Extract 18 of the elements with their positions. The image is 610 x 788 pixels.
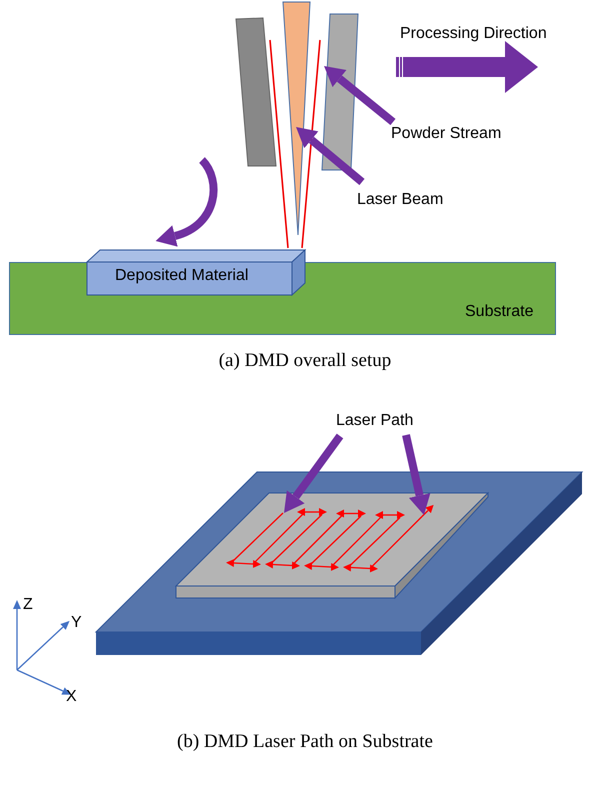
- powder-stream-line: [301, 40, 321, 248]
- axis-label: X: [66, 688, 77, 706]
- direction-label: Processing Direction: [400, 25, 547, 43]
- leader-arrow: [324, 66, 396, 126]
- callout-label: Powder Stream: [391, 125, 502, 143]
- substrate-label: Substrate: [465, 303, 534, 321]
- callout-label: Laser Path: [336, 412, 414, 430]
- leader-arrow: [296, 127, 365, 186]
- callout-label: Laser Beam: [357, 191, 444, 209]
- leader-arrow: [402, 434, 430, 515]
- axis-label: Z: [23, 596, 33, 614]
- axis-label: Y: [71, 614, 82, 632]
- figure-caption: (a) DMD overall setup: [218, 350, 392, 372]
- laser-path-drawing: [226, 504, 434, 572]
- block-label: Deposited Material: [115, 267, 248, 285]
- laser-beam-cone: [282, 2, 311, 236]
- figure-caption: (b) DMD Laser Path on Substrate: [176, 731, 434, 753]
- leader-arrow: [284, 434, 344, 513]
